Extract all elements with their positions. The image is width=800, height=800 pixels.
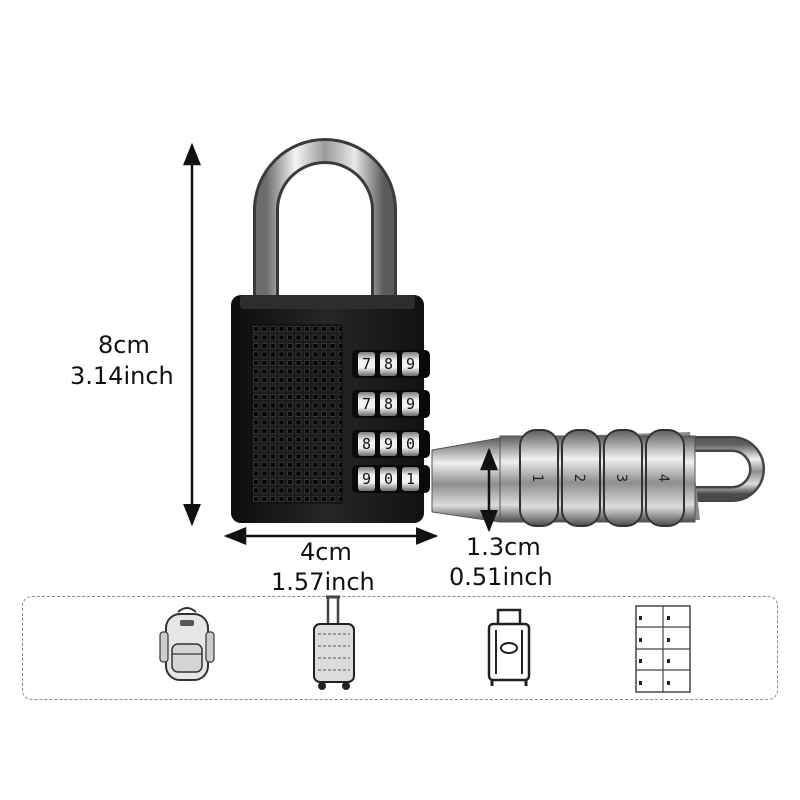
dial-digit: 7 — [358, 352, 375, 376]
locker-icon — [635, 605, 691, 693]
dial-digit: 0 — [402, 432, 419, 456]
trolley-suitcase-icon — [313, 595, 355, 690]
side-dial-digit: 4 — [655, 473, 672, 483]
height-inch-label: 3.14inch — [70, 362, 174, 390]
dial-digit: 9 — [402, 352, 419, 376]
dial-digit: 9 — [380, 432, 397, 456]
backpack-icon — [159, 607, 215, 681]
width-inch-label: 1.57inch — [271, 568, 375, 596]
luggage-icon — [487, 608, 531, 686]
thickness-inch-label: 0.51inch — [449, 563, 553, 591]
thickness-cm-label: 1.3cm — [466, 533, 541, 561]
side-dial-digit: 1 — [529, 473, 546, 483]
dial-digit: 8 — [380, 352, 397, 376]
dial-digit: 8 — [380, 392, 397, 416]
dial-digit: 9 — [402, 392, 419, 416]
height-cm-label: 8cm — [98, 331, 150, 359]
uses-panel — [22, 596, 778, 700]
width-cm-label: 4cm — [300, 538, 352, 566]
dial-digit: 7 — [358, 392, 375, 416]
dial-digit: 9 — [358, 467, 375, 491]
dial-digit: 1 — [402, 467, 419, 491]
side-dial-digit: 3 — [613, 473, 630, 483]
dial-digit: 8 — [358, 432, 375, 456]
dial-digit: 0 — [380, 467, 397, 491]
side-dial-rings — [519, 429, 685, 527]
side-dial-digit: 2 — [571, 473, 588, 483]
